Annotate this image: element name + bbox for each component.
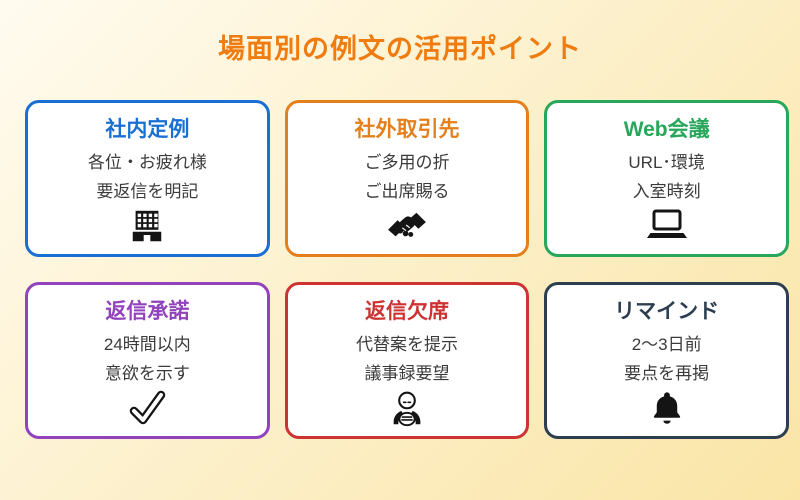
card-web-meeting: Web会議 URL･環境 入室時刻 (544, 100, 789, 257)
card-title: 社内定例 (105, 118, 190, 141)
office-building-icon (128, 208, 166, 244)
card-point-line: 2〜3日前 (631, 335, 702, 355)
card-point-line: 24時間以内 (103, 335, 191, 355)
card-internal-meeting: 社内定例 各位・お疲れ様 要返信を明記 (25, 100, 270, 257)
card-point-line: 入室時刻 (632, 182, 701, 202)
bell-icon (649, 390, 685, 427)
laptop-icon (645, 208, 689, 241)
card-grid: 社内定例 各位・お疲れ様 要返信を明記 社外取引先 ご多用の折 ご出席賜る (25, 100, 789, 439)
card-title: リマインド (614, 300, 720, 323)
card-point-line: URL･環境 (628, 153, 705, 173)
card-point-line: 議事録要望 (364, 364, 450, 384)
card-point-line: ご出席賜る (364, 182, 450, 202)
card-title: Web会議 (623, 118, 710, 141)
card-reminder: リマインド 2〜3日前 要点を再掲 (544, 282, 789, 439)
card-point-line: 意欲を示す (104, 364, 190, 384)
handshake-icon (386, 208, 428, 242)
card-title: 社外取引先 (354, 118, 460, 141)
checkmark-icon (127, 390, 167, 426)
card-title: 返信承諾 (105, 300, 190, 323)
card-point-line: ご多用の折 (364, 153, 450, 173)
bowing-person-icon (388, 390, 426, 428)
card-reply-accept: 返信承諾 24時間以内 意欲を示す (25, 282, 270, 439)
card-reply-decline: 返信欠席 代替案を提示 議事録要望 (284, 282, 530, 439)
card-point-line: 各位・お疲れ様 (87, 153, 207, 173)
card-external-client: 社外取引先 ご多用の折 ご出席賜る (284, 100, 530, 257)
page-title: 場面別の例文の活用ポイント (218, 34, 582, 64)
card-point-line: 要点を再掲 (624, 364, 710, 384)
card-point-line: 代替案を提示 (355, 335, 458, 355)
card-point-line: 要返信を明記 (96, 182, 199, 202)
card-title: 返信欠席 (364, 300, 449, 323)
